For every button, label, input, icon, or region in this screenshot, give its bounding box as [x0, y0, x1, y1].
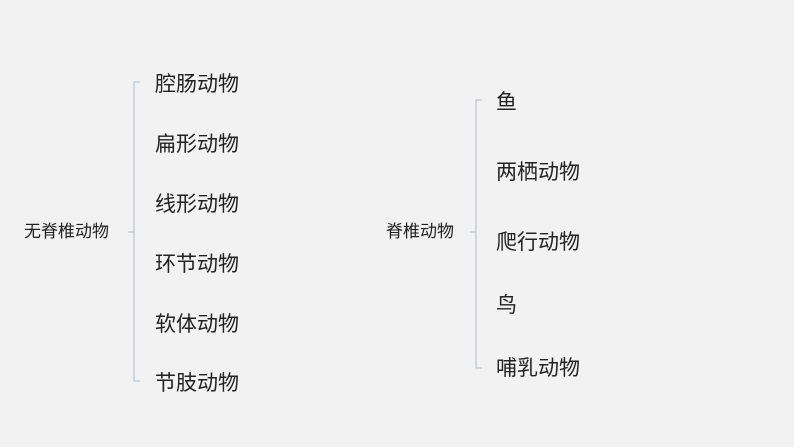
invertebrate-item-flatworms: 扁形动物 [155, 132, 239, 156]
invertebrate-item-mollusks: 软体动物 [155, 312, 239, 336]
vertebrate-brace [470, 99, 482, 369]
invertebrate-item-arthropods: 节肢动物 [155, 371, 239, 395]
invertebrate-brace [128, 81, 140, 382]
invertebrate-item-annelids: 环节动物 [155, 252, 239, 276]
vertebrate-item-fish: 鱼 [496, 90, 517, 114]
vertebrate-label: 脊椎动物 [386, 222, 454, 242]
invertebrate-item-roundworms: 线形动物 [155, 192, 239, 216]
invertebrate-label: 无脊椎动物 [24, 222, 109, 242]
vertebrate-item-mammals: 哺乳动物 [496, 356, 580, 380]
invertebrate-item-cnidaria: 腔肠动物 [155, 72, 239, 96]
vertebrate-item-birds: 鸟 [496, 293, 517, 317]
vertebrate-item-reptiles: 爬行动物 [496, 230, 580, 254]
vertebrate-item-amphibians: 两栖动物 [496, 160, 580, 184]
